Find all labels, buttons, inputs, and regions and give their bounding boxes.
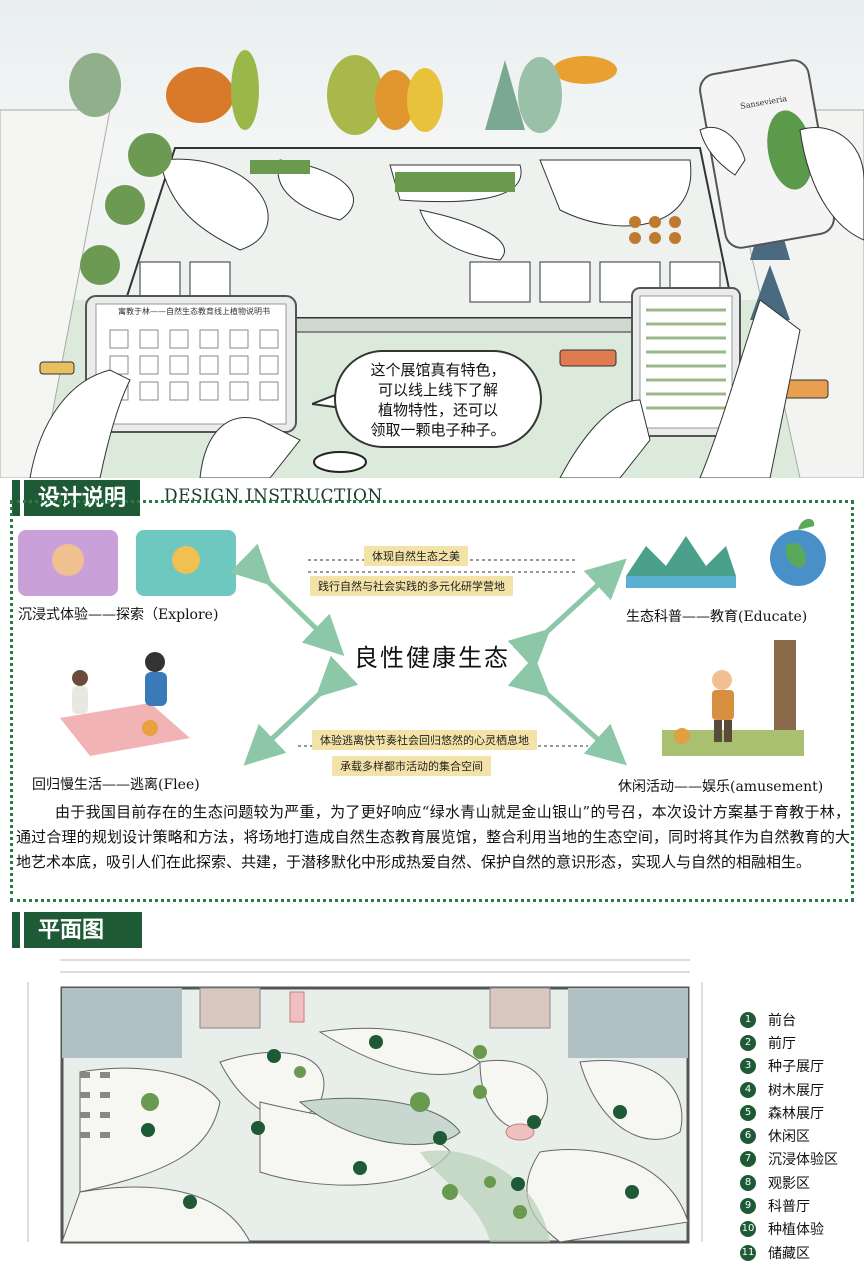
legend-label: 前台 [768, 1012, 796, 1029]
legend-number: 11 [740, 1244, 756, 1261]
legend-number: 7 [740, 1151, 756, 1168]
caption-explore: 沉浸式体验——探索（Explore) [18, 607, 219, 623]
tagline-top-2: 践行自然与社会实践的多元化研学营地 [310, 576, 513, 596]
legend-item: 4 树木展厅 [740, 1078, 838, 1101]
legend-number: 1 [740, 1011, 756, 1028]
legend-number: 4 [740, 1081, 756, 1098]
educate-illustration [626, 518, 826, 588]
tagline-bottom-1: 体验逃离快节奏社会回归悠然的心灵栖息地 [312, 730, 537, 750]
arrow-br [507, 655, 627, 766]
legend-label: 种子展厅 [768, 1059, 824, 1076]
legend-item: 1 前台 [740, 1008, 838, 1031]
legend-label: 休闲区 [768, 1129, 810, 1146]
legend-item: 5 森林展厅 [740, 1101, 838, 1124]
design-frame [10, 500, 854, 902]
legend-item: 2 前厅 [740, 1031, 838, 1054]
header-accent-bar [12, 480, 20, 516]
legend-number: 3 [740, 1058, 756, 1075]
section-title-design: 设计说明 [24, 480, 141, 516]
tablet-title: 寓教于林——自然生态教育线上植物说明书 [118, 307, 270, 316]
hero-illustration: 寓教于林——自然生态教育线上植物说明书 Sansevieria 这个展馆真有特色… [0, 0, 864, 478]
bubble-line: 可以线上线下了解 [377, 381, 498, 399]
arrow-bl [243, 655, 359, 766]
legend-number: 2 [740, 1034, 756, 1051]
speech-bubble: 这个展馆真有特色， 可以线上线下了解 植物特性，还可以 领取一颗电子种子。 [334, 350, 542, 448]
caption-flee: 回归慢生活——逃离(Flee) [32, 777, 200, 793]
legend-item: 7 沉浸体验区 [740, 1148, 838, 1171]
legend-label: 种植体验 [768, 1222, 824, 1239]
section-title-plan: 平面图 [24, 912, 142, 948]
floor-plan [27, 959, 703, 1244]
bubble-line: 植物特性，还可以 [377, 401, 498, 419]
caption-educate: 生态科普——教育(Educate) [626, 609, 808, 625]
legend-label: 前厅 [768, 1035, 796, 1052]
legend-item: 3 种子展厅 [740, 1055, 838, 1078]
tagline-bottom-2: 承载多样都市活动的集合空间 [332, 756, 491, 776]
design-paragraph: 由于我国目前存在的生态问题较为严重，为了更好响应“绿水青山就是金山银山”的号召，… [16, 803, 850, 871]
legend-label: 树木展厅 [768, 1082, 824, 1099]
tagline-top-1: 体现自然生态之美 [364, 546, 468, 566]
center-concept: 良性健康生态 [354, 644, 510, 672]
bubble-line: 这个展馆真有特色， [370, 361, 506, 379]
caption-amusement: 休闲活动——娱乐(amusement) [618, 779, 824, 795]
amusement-illustration [662, 640, 804, 756]
legend-item: 10 种植体验 [740, 1218, 838, 1241]
exhibition-hall-illustration [0, 50, 864, 478]
arrow-tl [229, 543, 345, 656]
legend-label: 科普厅 [768, 1199, 810, 1216]
header-accent-bar [12, 912, 20, 948]
legend-item: 11 储藏区 [740, 1241, 838, 1264]
explore-illustration [18, 530, 236, 596]
legend-number: 5 [740, 1104, 756, 1121]
legend-item: 6 休闲区 [740, 1124, 838, 1147]
bubble-line: 领取一颗电子种子。 [370, 421, 506, 439]
legend-item: 9 科普厅 [740, 1194, 838, 1217]
legend-label: 森林展厅 [768, 1105, 824, 1122]
legend-number: 10 [740, 1221, 756, 1238]
legend-number: 6 [740, 1128, 756, 1145]
flee-illustration [60, 652, 190, 756]
legend-item: 8 观影区 [740, 1171, 838, 1194]
legend-number: 9 [740, 1198, 756, 1215]
legend-label: 储藏区 [768, 1245, 810, 1262]
legend-number: 8 [740, 1174, 756, 1191]
legend-label: 沉浸体验区 [768, 1152, 838, 1169]
arrow-tr [507, 558, 627, 671]
legend-label: 观影区 [768, 1175, 810, 1192]
